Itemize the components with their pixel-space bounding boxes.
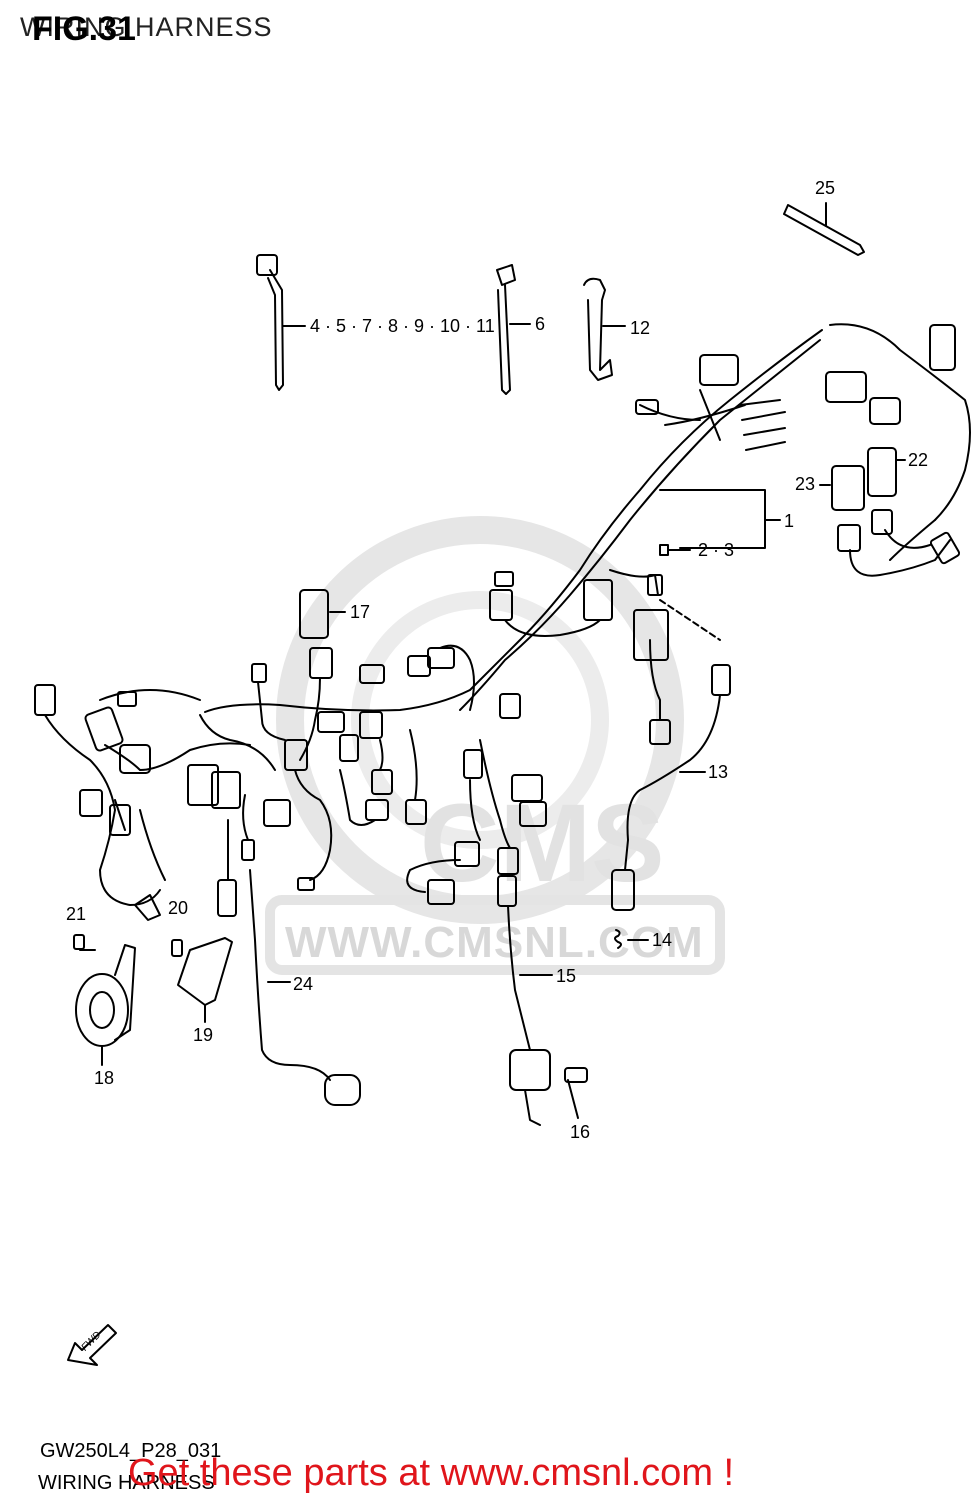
callout-16: 16 [570, 1122, 591, 1142]
callout-2-3: 2 · 3 [698, 540, 735, 560]
callout-bracket-1 [659, 489, 781, 556]
callout-4-11: 4 · 5 · 7 · 8 · 9 · 10 · 11 [310, 316, 495, 336]
callout-20: 20 [168, 898, 189, 918]
cable-tie-6-drawing [496, 264, 531, 395]
callout-6: 6 [535, 314, 546, 334]
callout-15: 15 [556, 966, 577, 986]
part-15-16-drawing [497, 875, 588, 1126]
harness-main-trunk [204, 323, 971, 713]
callout-23: 23 [795, 474, 816, 494]
fwd-arrow [67, 1324, 117, 1366]
figure-label: FIG.31 [32, 10, 136, 48]
callout-19: 19 [193, 1025, 214, 1045]
callout-22: 22 [908, 450, 929, 470]
left-harness [34, 684, 276, 921]
horn-bracket-drawing [73, 934, 233, 1066]
right-connectors-22-23 [819, 447, 961, 577]
callout-13: 13 [708, 762, 729, 782]
diagram-code: GW250L4_P28_031 [40, 1440, 222, 1462]
part-14-drawing [614, 929, 649, 949]
cta-link[interactable]: Get these parts at www.cmsnl.com ! [128, 1452, 735, 1494]
callout-18: 18 [94, 1068, 115, 1088]
callout-24: 24 [293, 974, 314, 994]
cable-tie-4-11-drawing [256, 254, 306, 391]
part-25-drawing [783, 202, 865, 256]
callout-12: 12 [630, 318, 651, 338]
callout-17: 17 [350, 602, 371, 622]
callout-25: 25 [815, 178, 836, 198]
callout-14: 14 [652, 930, 673, 950]
central-connector-cluster [217, 589, 547, 1106]
footer-subtitle: WIRING HARNESS [38, 1472, 215, 1494]
callout-1: 1 [784, 511, 795, 531]
center-connectors [489, 569, 731, 911]
watermark-url: WWW.CMSNL.COM [285, 918, 704, 967]
page-title: WIRING HARNESS [20, 12, 273, 42]
clamp-12-drawing [583, 277, 626, 381]
callout-21: 21 [66, 904, 87, 924]
